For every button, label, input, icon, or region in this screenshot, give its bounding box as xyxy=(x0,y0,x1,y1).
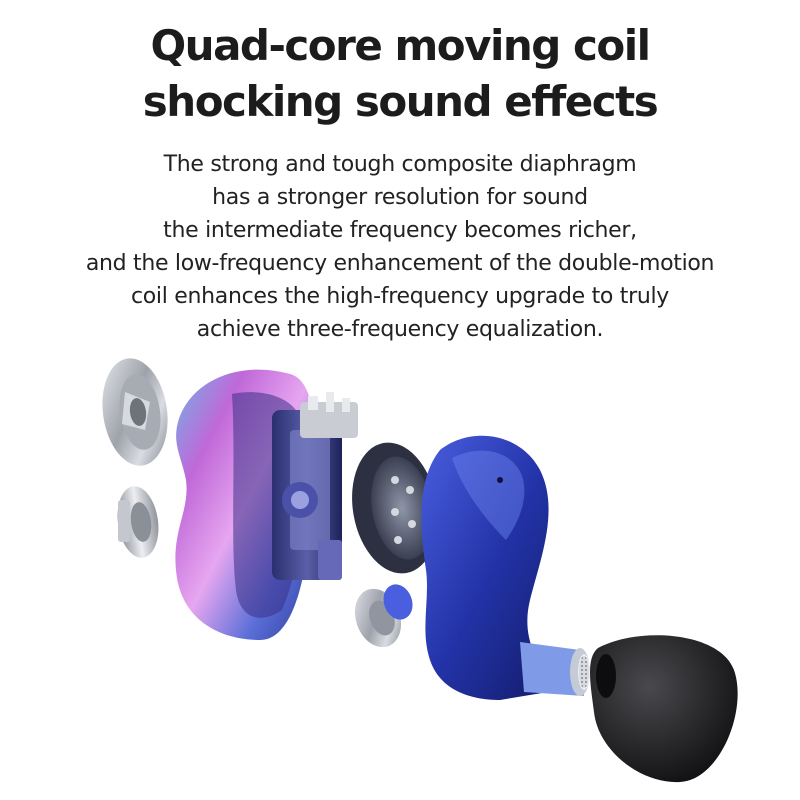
metal-driver-ring-small xyxy=(117,486,159,558)
description-line-1: The strong and tough composite diaphragm xyxy=(163,152,637,177)
headline-line-1: Quad-core moving coil xyxy=(150,21,651,70)
description-line-5: coil enhances the high-frequency upgrade… xyxy=(130,284,670,309)
headline-line-2: shocking sound effects xyxy=(142,77,659,126)
headline: Quad-core moving coil shocking sound eff… xyxy=(0,18,800,130)
description-line-2: has a stronger resolution for sound xyxy=(212,185,588,210)
earphone-exploded-view xyxy=(0,340,800,800)
earphone-exploded-illustration xyxy=(102,358,738,783)
dynamic-driver xyxy=(352,442,438,574)
internal-driver-assembly xyxy=(272,392,358,580)
silicone-ear-tip xyxy=(590,635,738,783)
metal-driver-ring-large xyxy=(102,358,168,466)
sound-nozzle xyxy=(520,642,590,696)
description-line-4: and the low-frequency enhancement of the… xyxy=(85,251,715,276)
blue-earphone-shell xyxy=(421,435,560,700)
metal-ba-driver xyxy=(354,584,413,648)
description-line-3: the intermediate frequency becomes riche… xyxy=(163,218,637,243)
description: The strong and tough composite diaphragm… xyxy=(0,148,800,346)
description-line-6: achieve three-frequency equalization. xyxy=(196,317,604,342)
